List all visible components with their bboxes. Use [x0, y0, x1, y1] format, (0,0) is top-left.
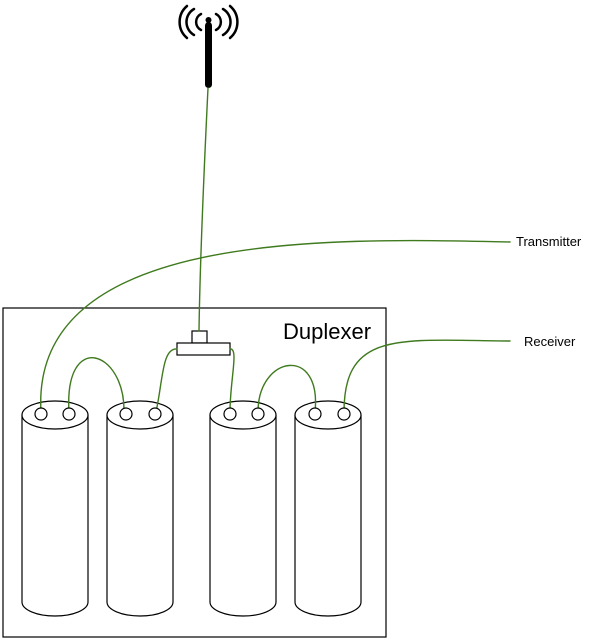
receiver-label: Receiver — [524, 334, 576, 349]
duplexer-label: Duplexer — [283, 319, 371, 344]
port-3b — [251, 407, 265, 421]
t-connector — [176, 330, 231, 356]
port-4b — [337, 407, 351, 421]
port-2b — [148, 407, 162, 421]
port-4a — [308, 407, 322, 421]
cavity-cylinder-3 — [209, 400, 277, 617]
receiver-wire — [343, 339, 511, 413]
jumper-wire-3 — [229, 348, 235, 413]
port-3a — [223, 407, 237, 421]
cavity-cylinder-1 — [21, 400, 89, 617]
antenna-wire — [198, 87, 209, 332]
jumper-wire-1 — [68, 357, 125, 413]
transmitter-wire — [40, 239, 511, 413]
jumper-wire-4 — [257, 364, 317, 413]
port-1a — [34, 407, 48, 421]
transmitter-label: Transmitter — [516, 234, 582, 249]
port-2a — [119, 407, 133, 421]
port-1b — [62, 407, 76, 421]
cavity-cylinder-2 — [106, 400, 174, 617]
jumper-wire-2 — [155, 348, 178, 413]
cavity-cylinder-4 — [294, 400, 362, 617]
antenna-icon — [178, 4, 239, 88]
